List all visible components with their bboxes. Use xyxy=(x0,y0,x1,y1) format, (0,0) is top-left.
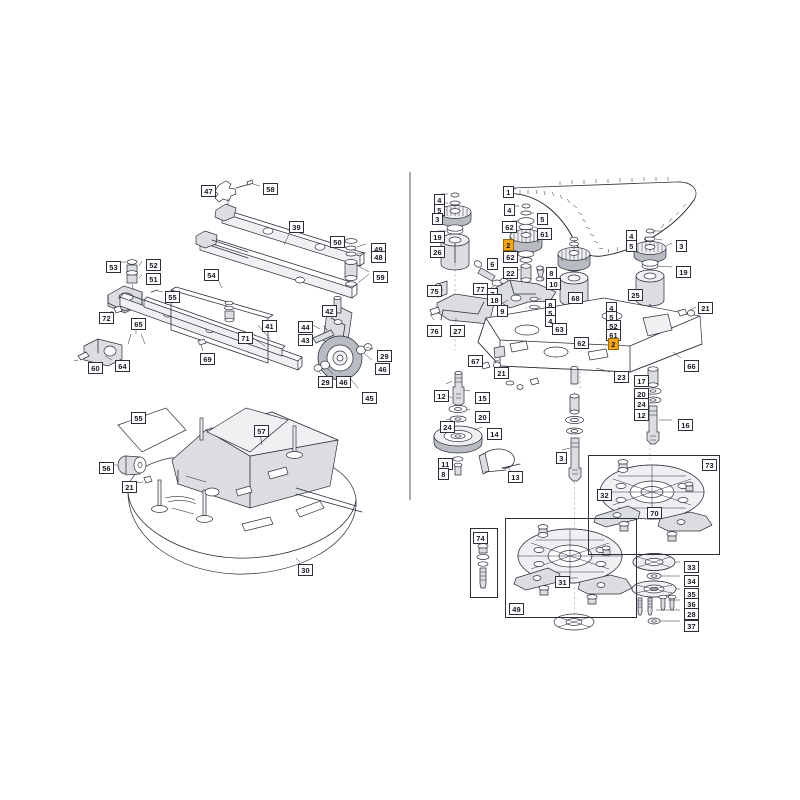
part-callout-61[interactable]: 61 xyxy=(537,228,552,241)
part-callout-62[interactable]: 62 xyxy=(502,221,517,234)
part-callout-8[interactable]: 8 xyxy=(438,468,449,481)
part-callout-59[interactable]: 59 xyxy=(373,271,388,284)
part-callout-56[interactable]: 56 xyxy=(99,462,114,475)
part-callout-55[interactable]: 55 xyxy=(131,412,146,425)
group-box-73 xyxy=(588,455,720,555)
part-callout-42[interactable]: 42 xyxy=(322,305,337,318)
part-callout-45[interactable]: 45 xyxy=(362,392,377,405)
part-callout-14[interactable]: 14 xyxy=(487,428,502,441)
part-callout-6[interactable]: 6 xyxy=(487,258,498,271)
part-callout-29[interactable]: 29 xyxy=(377,350,392,363)
part-callout-52[interactable]: 52 xyxy=(146,259,161,272)
part-callout-1[interactable]: 1 xyxy=(503,186,514,199)
group-box-label-74: 74 xyxy=(473,532,488,545)
part-callout-4[interactable]: 4 xyxy=(504,204,515,217)
part-callout-2-highlighted[interactable]: 2 xyxy=(608,338,619,351)
blade-assembly-73 xyxy=(593,459,713,542)
deck-shell-assembly xyxy=(110,407,363,575)
part-callout-27[interactable]: 27 xyxy=(450,325,465,338)
part-callout-62[interactable]: 62 xyxy=(503,251,518,264)
part-callout-72[interactable]: 72 xyxy=(99,312,114,325)
part-callout-24[interactable]: 24 xyxy=(440,421,455,434)
part-callout-75[interactable]: 75 xyxy=(427,285,442,298)
part-callout-21[interactable]: 21 xyxy=(122,481,137,494)
part-callout-46[interactable]: 46 xyxy=(336,376,351,389)
part-callout-19[interactable]: 19 xyxy=(430,231,445,244)
hardware-stack-right xyxy=(631,553,680,625)
deck-chassis xyxy=(475,297,703,385)
group-box-label-49: 49 xyxy=(509,603,524,616)
part-callout-58[interactable]: 58 xyxy=(263,183,278,196)
part-callout-76[interactable]: 76 xyxy=(427,325,442,338)
part-callout-12[interactable]: 12 xyxy=(634,409,649,422)
part-callout-48[interactable]: 48 xyxy=(371,251,386,264)
part-callout-20[interactable]: 20 xyxy=(475,411,490,424)
part-callout-30[interactable]: 30 xyxy=(298,564,313,577)
part-callout-64[interactable]: 64 xyxy=(115,360,130,373)
part-callout-3[interactable]: 3 xyxy=(432,213,443,226)
part-callout-77[interactable]: 77 xyxy=(473,283,488,296)
group-box-49 xyxy=(505,518,637,618)
part-callout-67[interactable]: 67 xyxy=(468,355,483,368)
part-callout-71[interactable]: 71 xyxy=(238,332,253,345)
part-callout-37[interactable]: 37 xyxy=(684,620,699,633)
part-callout-18[interactable]: 18 xyxy=(487,294,502,307)
part-callout-21[interactable]: 21 xyxy=(698,302,713,315)
part-callout-66[interactable]: 66 xyxy=(684,360,699,373)
part-callout-62[interactable]: 62 xyxy=(574,337,589,350)
part-callout-23[interactable]: 23 xyxy=(614,371,629,384)
part-callout-63[interactable]: 63 xyxy=(552,323,567,336)
part-callout-55[interactable]: 55 xyxy=(165,291,180,304)
part-callout-3[interactable]: 3 xyxy=(676,240,687,253)
part-callout-16[interactable]: 16 xyxy=(678,419,693,432)
part-callout-9[interactable]: 9 xyxy=(497,305,508,318)
part-callout-41[interactable]: 41 xyxy=(262,320,277,333)
part-callout-13[interactable]: 13 xyxy=(508,471,523,484)
part-callout-70[interactable]: 70 xyxy=(647,507,662,520)
part-callout-17[interactable]: 17 xyxy=(634,375,649,388)
part-callout-3[interactable]: 3 xyxy=(556,452,567,465)
part-callout-34[interactable]: 34 xyxy=(684,575,699,588)
part-callout-28[interactable]: 28 xyxy=(684,608,699,621)
group-box-label-73: 73 xyxy=(702,459,717,472)
part-callout-12[interactable]: 12 xyxy=(434,390,449,403)
part-callout-57[interactable]: 57 xyxy=(254,425,269,438)
part-callout-25[interactable]: 25 xyxy=(628,289,643,302)
misc-fasteners xyxy=(505,377,540,390)
part-callout-21[interactable]: 21 xyxy=(494,367,509,380)
part-callout-44[interactable]: 44 xyxy=(298,321,313,334)
part-callout-39[interactable]: 39 xyxy=(289,221,304,234)
part-callout-31[interactable]: 31 xyxy=(555,576,570,589)
part-callout-43[interactable]: 43 xyxy=(298,334,313,347)
part-callout-50[interactable]: 50 xyxy=(330,236,345,249)
part-callout-54[interactable]: 54 xyxy=(204,269,219,282)
pulley-assemblies xyxy=(429,192,673,460)
part-callout-51[interactable]: 51 xyxy=(146,273,161,286)
part-callout-60[interactable]: 60 xyxy=(88,362,103,375)
part-callout-47[interactable]: 47 xyxy=(201,185,216,198)
part-callout-68[interactable]: 68 xyxy=(568,292,583,305)
part-callout-10[interactable]: 10 xyxy=(546,278,561,291)
part-callout-5[interactable]: 5 xyxy=(626,240,637,253)
part-callout-26[interactable]: 26 xyxy=(430,246,445,259)
part-callout-5[interactable]: 5 xyxy=(537,213,548,226)
part-callout-22[interactable]: 22 xyxy=(503,267,518,280)
part-callout-65[interactable]: 65 xyxy=(131,318,146,331)
part-callout-46[interactable]: 46 xyxy=(375,363,390,376)
blade-assembly-49 xyxy=(513,524,633,631)
group-box-74 xyxy=(470,528,498,598)
part-callout-29[interactable]: 29 xyxy=(318,376,333,389)
part-callout-19[interactable]: 19 xyxy=(676,266,691,279)
part-callout-4[interactable]: 4 xyxy=(545,315,556,328)
frame-assembly xyxy=(73,179,374,389)
hardware-kit-74 xyxy=(476,543,490,589)
part-callout-53[interactable]: 53 xyxy=(106,261,121,274)
part-callout-2-highlighted[interactable]: 2 xyxy=(503,239,514,252)
part-callout-15[interactable]: 15 xyxy=(475,392,490,405)
part-callout-32[interactable]: 32 xyxy=(597,489,612,502)
part-callout-69[interactable]: 69 xyxy=(200,353,215,366)
part-callout-33[interactable]: 33 xyxy=(684,561,699,574)
